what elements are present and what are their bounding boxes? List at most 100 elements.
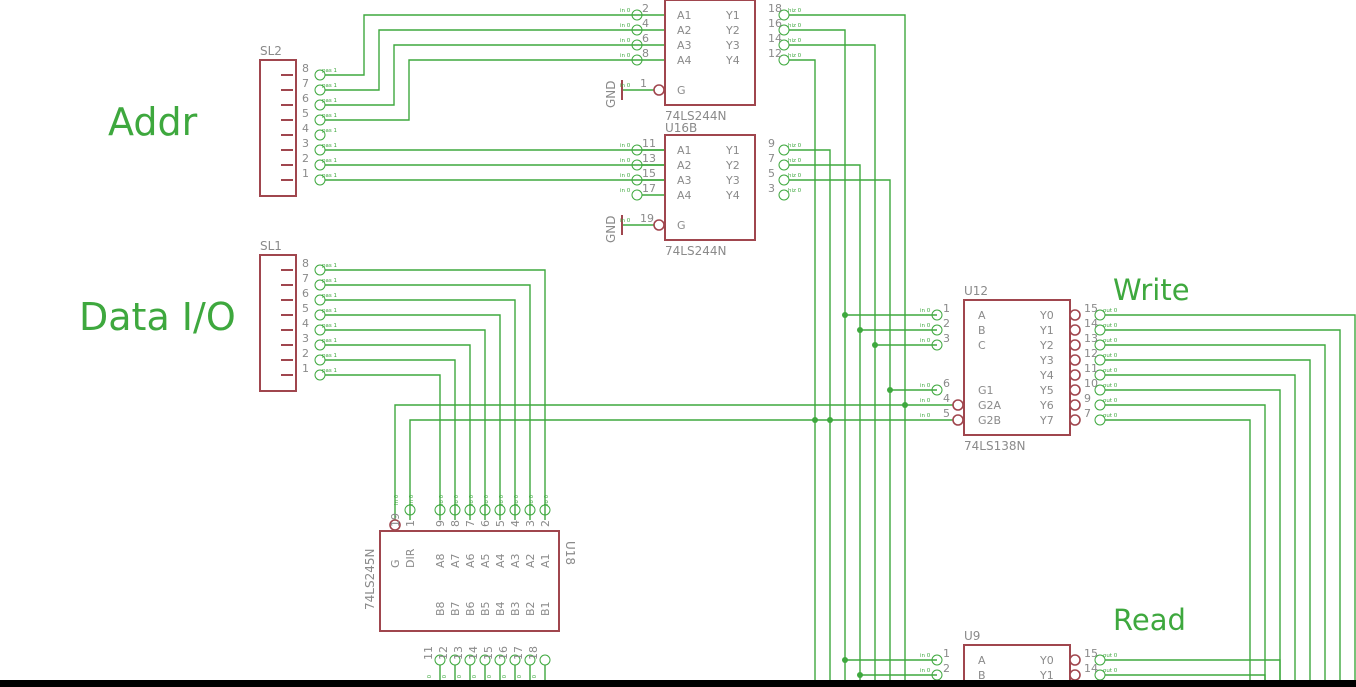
- pin-ring: [314, 174, 326, 186]
- u18-pin-label: A2: [524, 553, 537, 568]
- u12-pin-number: 10: [1084, 377, 1098, 390]
- u12-pin-label: Y1: [1039, 324, 1054, 337]
- u18-pin-number: 17: [512, 646, 525, 660]
- u16b-pin-number: 19: [640, 212, 654, 225]
- u16b-pin-number: 17: [642, 182, 656, 195]
- u16a-tag: in 0: [620, 23, 631, 29]
- u16a-pin-label: A4: [677, 54, 692, 67]
- u18-pin-label: A7: [449, 553, 462, 568]
- u12-part: 74LS138N: [964, 439, 1025, 453]
- u12-pin-number: 4: [943, 392, 950, 405]
- u16a-pin-label: Y2: [725, 24, 740, 37]
- u16b-pin-number: 11: [642, 137, 656, 150]
- pin-ring: [494, 504, 506, 516]
- dec-out-wire: [1105, 344, 1326, 687]
- bottom-bar: [0, 680, 1356, 687]
- sl1-name: SL1: [260, 239, 282, 253]
- pin-ring: [1094, 399, 1106, 411]
- sl1-pin-tag: pas 1: [322, 368, 337, 374]
- u18-tag: io 0: [427, 674, 433, 685]
- u12-tag: out 0: [1103, 398, 1118, 404]
- u18-tag: io 0: [472, 674, 478, 685]
- u18-pin-label: A8: [434, 553, 447, 568]
- u18-pin-number: 11: [422, 646, 435, 660]
- u16a-tag: in 0: [620, 83, 631, 89]
- out-wire: [789, 164, 861, 687]
- u12-pin-number: 15: [1084, 302, 1098, 315]
- u16b-pin-number: 9: [768, 137, 775, 150]
- u18-pin-number: 14: [467, 646, 480, 660]
- pin-ring: [539, 504, 551, 516]
- sl1-pin-tag: pas 1: [322, 308, 337, 314]
- u18-pin-number: 3: [524, 520, 537, 527]
- u18-tag: io 0: [469, 494, 475, 505]
- pin-ring: [1094, 339, 1106, 351]
- u18-pin-label: B5: [479, 601, 492, 616]
- u12-pin-label: Y6: [1039, 399, 1054, 412]
- u16b-tag: hiz 0: [788, 143, 802, 149]
- u12-pin-label: Y5: [1039, 384, 1054, 397]
- junction-dot: [887, 387, 893, 393]
- u12-pin-label: Y7: [1039, 414, 1054, 427]
- u9-tag: in 0: [920, 653, 931, 659]
- dec-out-wire: [1105, 404, 1266, 687]
- pin-ring: [314, 144, 326, 156]
- data-wire: [325, 299, 516, 520]
- sl1-pin-number: 3: [302, 332, 309, 345]
- out-wire: [789, 14, 906, 687]
- inversion-bubble: [1069, 324, 1081, 336]
- data-wire: [325, 314, 501, 520]
- u12-pin-number: 13: [1084, 332, 1098, 345]
- pin-ring: [931, 339, 943, 351]
- u9-body: [963, 644, 1071, 687]
- u16a-tag: in 0: [620, 53, 631, 59]
- u16a-pin-number: 4: [642, 17, 649, 30]
- pin-ring: [931, 384, 943, 396]
- u16a-pin-label: Y4: [725, 54, 740, 67]
- u16b-pin-label: G: [677, 219, 686, 232]
- u18-pin-number: 13: [452, 646, 465, 660]
- pin-ring: [631, 174, 643, 186]
- pin-ring: [778, 9, 790, 21]
- sl1-pin-tag: pas 1: [322, 323, 337, 329]
- u9-pin-number: 2: [943, 662, 950, 675]
- pin-ring: [1094, 654, 1106, 666]
- u16b-pin-number: 5: [768, 167, 775, 180]
- u9-pin-number: 14: [1084, 662, 1098, 675]
- u9-tag: out 0: [1103, 668, 1118, 674]
- pin-ring: [778, 144, 790, 156]
- pin-ring: [494, 654, 506, 666]
- u16a-body: [664, 0, 756, 106]
- u16a-pin-label: A3: [677, 39, 692, 52]
- u16a-pin-number: 8: [642, 47, 649, 60]
- u16a-tag: hiz 0: [788, 23, 802, 29]
- inversion-bubble: [653, 219, 665, 231]
- u9-pin-number: 1: [943, 647, 950, 660]
- u18-tag: io 0: [529, 494, 535, 505]
- pin-ring: [314, 159, 326, 171]
- u18-tag: io 0: [502, 674, 508, 685]
- u12-name: U12: [964, 284, 988, 298]
- addr-wire: [325, 14, 665, 76]
- dec-wire: [394, 404, 953, 520]
- u12-pin-number: 5: [943, 407, 950, 420]
- dec-out-wire: [1105, 314, 1356, 687]
- pin-ring: [314, 279, 326, 291]
- data-wire: [325, 374, 441, 520]
- data-wire: [325, 269, 546, 520]
- u18-part: 74LS245N: [363, 549, 377, 610]
- pin-ring: [631, 9, 643, 21]
- u18-pin-number: 7: [464, 520, 477, 527]
- inversion-bubble: [1069, 654, 1081, 666]
- u16b-pin-number: 15: [642, 167, 656, 180]
- inversion-bubble: [1069, 309, 1081, 321]
- u18-pin-label: B7: [449, 601, 462, 616]
- u16b-part: 74LS244N: [665, 244, 726, 258]
- sl2-pin-number: 4: [302, 122, 309, 135]
- inversion-bubble: [1069, 354, 1081, 366]
- u18-tag: io 0: [439, 494, 445, 505]
- u16a-tag: hiz 0: [788, 38, 802, 44]
- u12-tag: in 0: [920, 308, 931, 314]
